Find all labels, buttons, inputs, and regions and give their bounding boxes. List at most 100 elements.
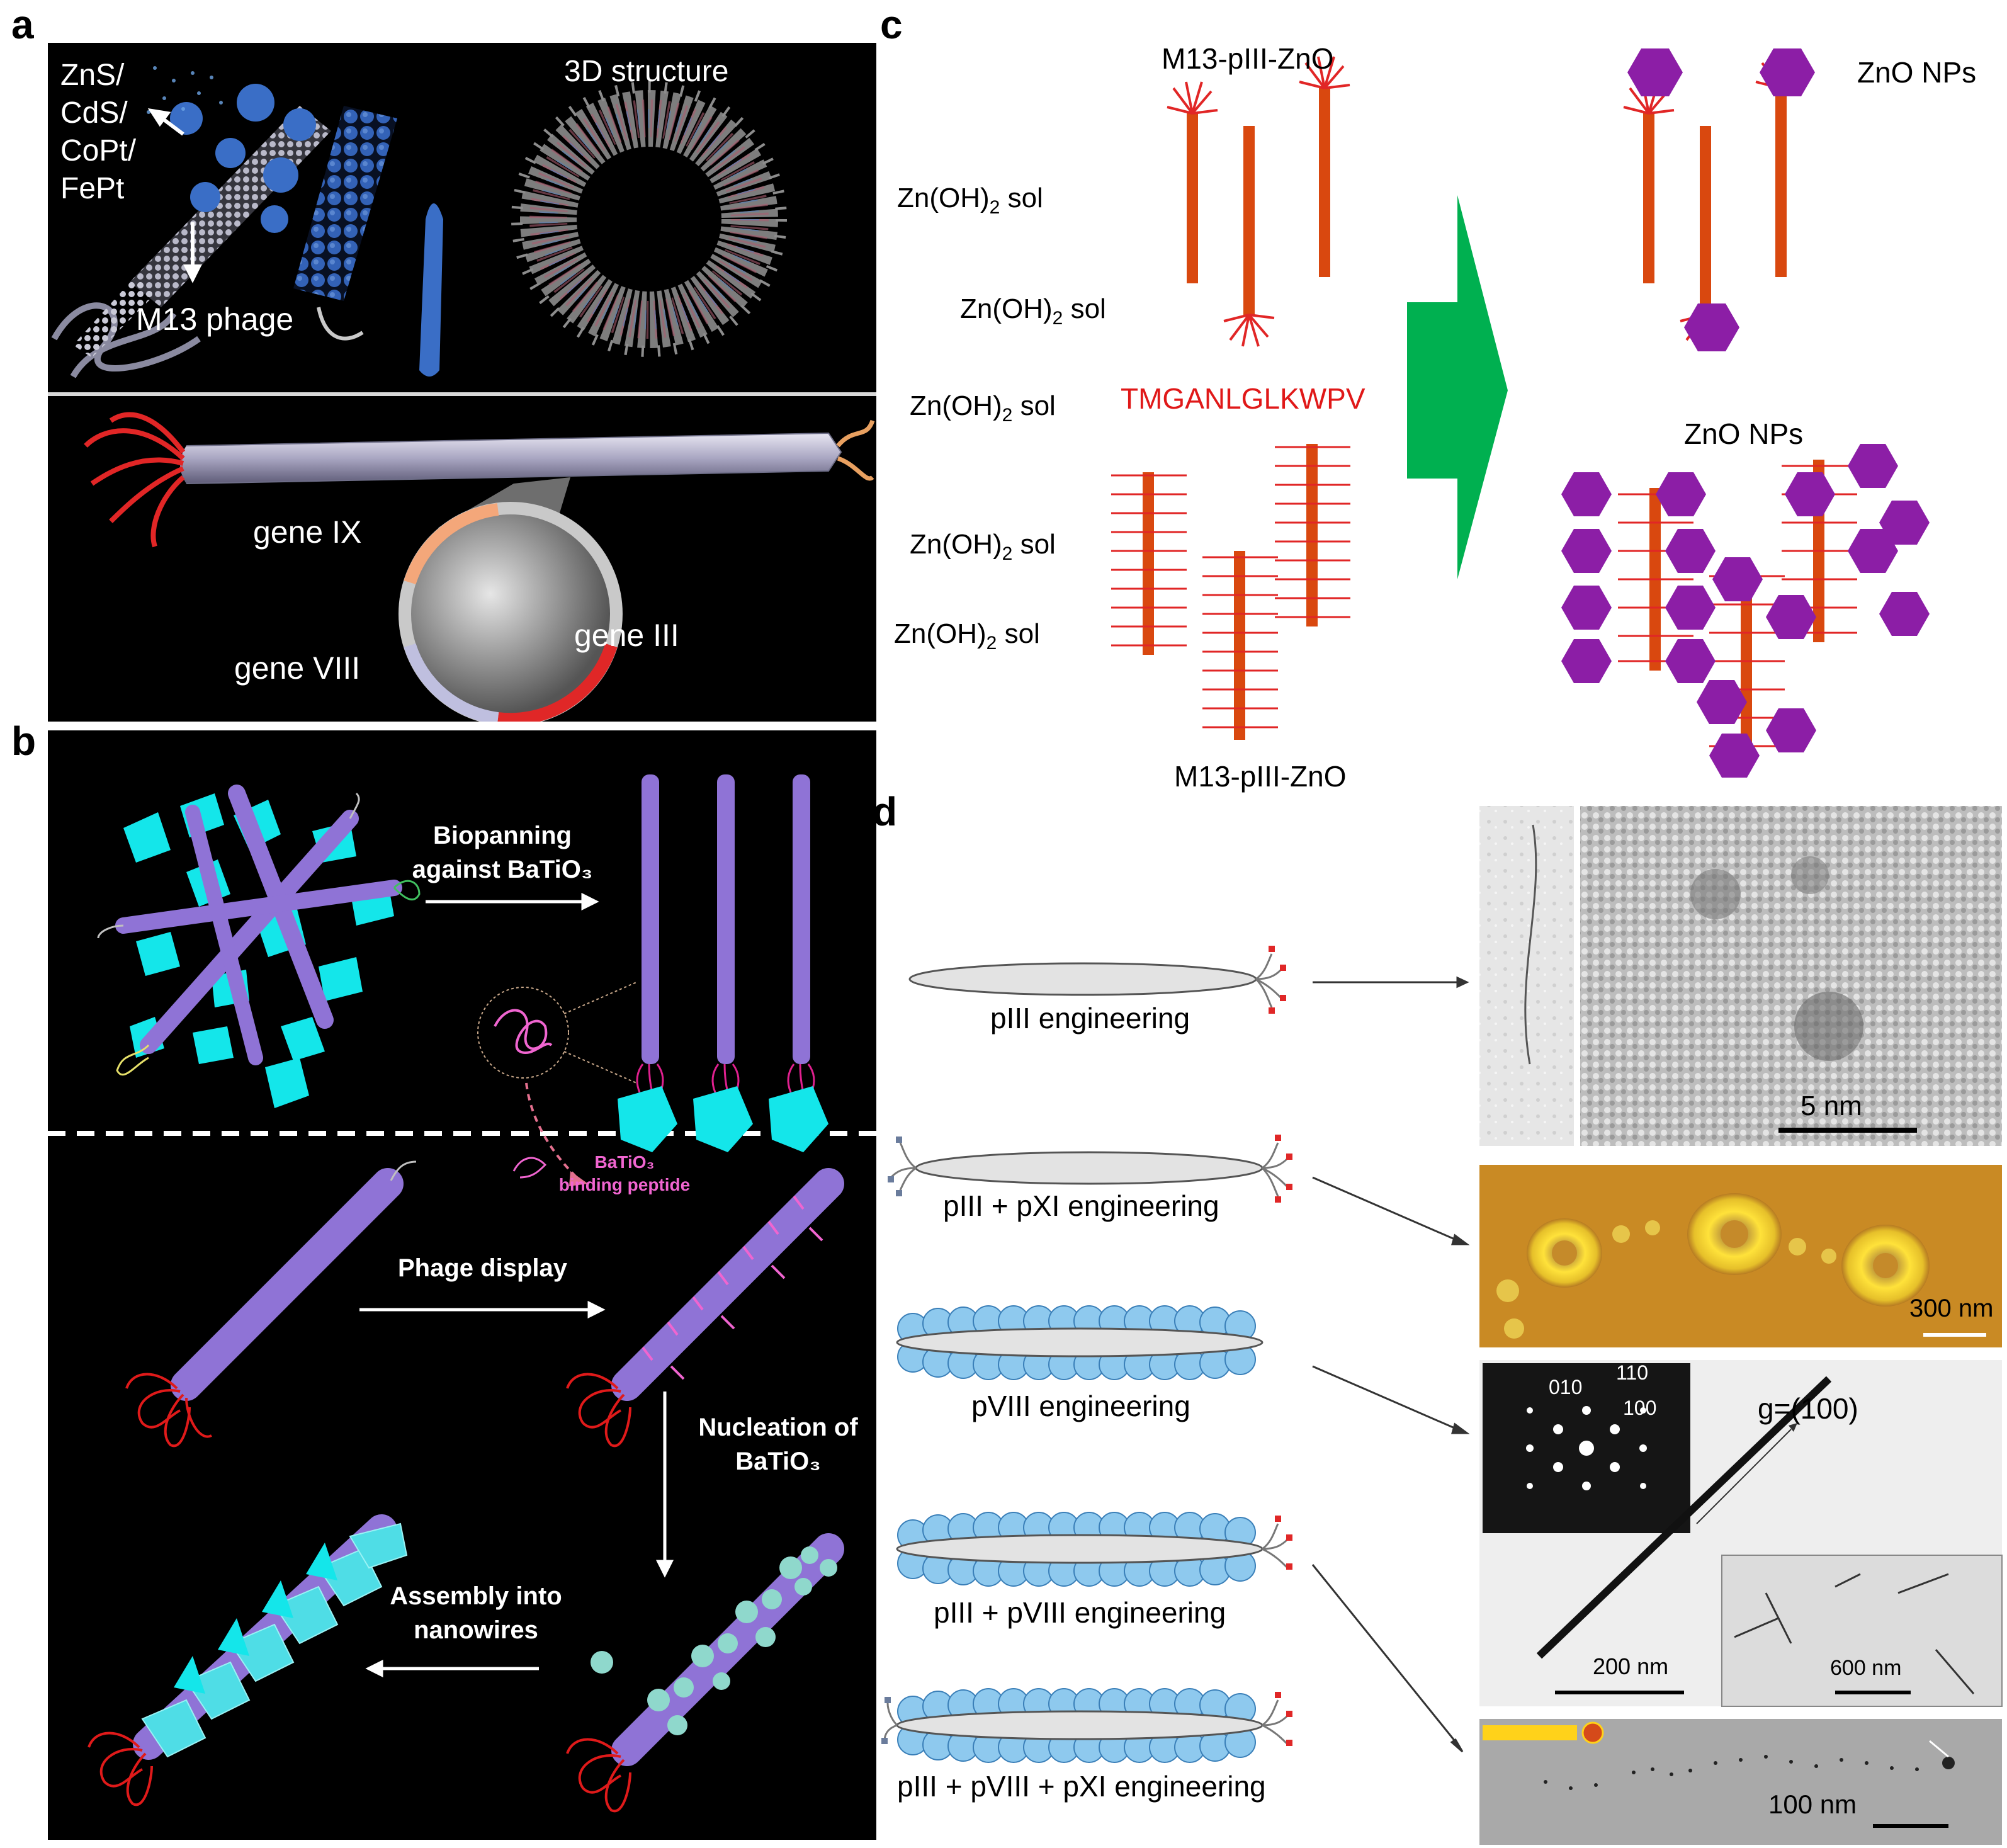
assembly-line-1: Assembly into xyxy=(390,1582,562,1610)
assembly-line-2: nanowires xyxy=(414,1616,538,1644)
panel-a: ZnS/ CdS/ CoPt/ FePt M13 phage 3D struct… xyxy=(48,43,876,726)
zno-nanoparticle-icon xyxy=(1627,48,1815,351)
gene-iii-label: gene III xyxy=(574,618,679,653)
nanoparticle-icon xyxy=(170,84,316,233)
selected-phage-icon xyxy=(618,774,828,1152)
phage-display-label: Phage display xyxy=(398,1254,567,1282)
np-bottom-label: ZnO NPs xyxy=(1684,417,1804,450)
afm-image xyxy=(1479,1165,2002,1347)
biopanning-label: Biopanning against BaTiO₃ xyxy=(408,819,597,887)
nanowire-phage-icon xyxy=(88,1514,408,1806)
sol-label-5: Zn(OH)2 sol xyxy=(894,618,1040,654)
material-label-zns: ZnS/ xyxy=(60,59,125,92)
diffraction-label-010: 010 xyxy=(1549,1376,1583,1398)
sol-label-1: Zn(OH)2 sol xyxy=(897,183,1043,218)
material-label-fept: FePt xyxy=(60,172,125,205)
sol-label-2: Zn(OH)2 sol xyxy=(960,293,1106,329)
m13-phage-icon xyxy=(73,106,331,358)
phage-bundle-icon xyxy=(115,785,402,1065)
phage-schematic-icon xyxy=(888,1135,1292,1203)
sol-label-4: Zn(OH)2 sol xyxy=(910,529,1056,565)
phage-with-tails-icon xyxy=(84,412,875,548)
displaying-phage-icon xyxy=(566,1168,844,1448)
sol-suffix: sol xyxy=(997,618,1040,649)
genome-circle-icon xyxy=(399,502,623,726)
panel-a-illustration xyxy=(48,66,876,726)
panel-d: pIII engineering pIII + pXI engineering … xyxy=(878,800,2005,1845)
phage-schematic-icon xyxy=(908,946,1286,1014)
scale-label-600nm: 600 nm xyxy=(1830,1656,1902,1680)
green-arrow-icon xyxy=(1407,195,1508,579)
row-label-4: pIII + pVIII engineering xyxy=(934,1596,1226,1629)
coated-phage-schematic-icon xyxy=(881,1688,1292,1763)
arrow-icon xyxy=(655,1392,674,1578)
biopanning-line-1: Biopanning xyxy=(433,822,572,849)
arrow-icon xyxy=(147,108,202,283)
sol-suffix: sol xyxy=(1063,293,1106,324)
row-label-1: pIII engineering xyxy=(990,1002,1190,1035)
tem-micrograph-2 xyxy=(1479,1360,2003,1707)
sol-text: Zn(OH) xyxy=(894,618,987,649)
sol-subscript: 2 xyxy=(1052,307,1063,329)
row-label-5: pIII + pVIII + pXI engineering xyxy=(897,1770,1266,1803)
g-vector-label: g=(100) xyxy=(1758,1392,1858,1425)
peptide-line-1: BaTiO₃ xyxy=(594,1152,655,1172)
coated-phage-schematic-icon xyxy=(896,1305,1264,1380)
diffraction-label-100: 100 xyxy=(1623,1397,1657,1419)
scale-label-200nm: 200 nm xyxy=(1593,1653,1669,1679)
panel-b: Biopanning against BaTiO₃ BaTiO₃ binding… xyxy=(48,730,876,1840)
sol-suffix: sol xyxy=(1000,183,1043,213)
structure-label: 3D structure xyxy=(564,55,729,88)
panel-c-illustration xyxy=(1111,48,1930,778)
protein-ring-icon xyxy=(511,81,787,357)
wildtype-phage-icon xyxy=(125,1160,417,1448)
row-label-3: pVIII engineering xyxy=(971,1390,1190,1422)
m13-phage-label: M13 phage xyxy=(136,302,294,337)
panel-c: M13-pIII-ZnO Zn(OH)2 sol Zn(OH)2 sol Zn(… xyxy=(878,25,2005,793)
scale-label-100nm: 100 nm xyxy=(1768,1789,1857,1819)
arrow-icon xyxy=(359,1300,606,1319)
gene-viii-label: gene VIII xyxy=(234,650,361,686)
sol-text: Zn(OH) xyxy=(960,293,1053,324)
nucleated-phage-icon xyxy=(566,1533,844,1813)
nucleation-line-2: BaTiO₃ xyxy=(735,1448,821,1475)
sol-suffix: sol xyxy=(1012,390,1056,421)
sol-subscript: 2 xyxy=(986,632,997,654)
bottom-construct-label: M13-pIII-ZnO xyxy=(1174,760,1347,793)
nucleation-label: Nucleation of BaTiO₃ xyxy=(684,1410,873,1478)
scale-label-5nm: 5 nm xyxy=(1801,1091,1862,1121)
top-construct-label: M13-pIII-ZnO xyxy=(1162,42,1334,75)
tem-micrograph-1 xyxy=(1479,806,2002,1146)
material-label-copt: CoPt/ xyxy=(60,134,137,167)
sol-subscript: 2 xyxy=(1002,543,1013,564)
assembly-label: Assembly into nanowires xyxy=(382,1579,570,1647)
gene-ix-label: gene IX xyxy=(253,514,362,550)
peptide-label: BaTiO₃ binding peptide xyxy=(543,1151,706,1196)
row-label-2: pIII + pXI engineering xyxy=(943,1189,1219,1222)
material-label-cds: CdS/ xyxy=(60,96,128,130)
peptide-line-2: binding peptide xyxy=(558,1175,691,1194)
arrow-icon xyxy=(365,1659,539,1678)
np-top-label: ZnO NPs xyxy=(1857,56,1977,89)
sol-text: Zn(OH) xyxy=(910,529,1002,560)
scale-label-300nm: 300 nm xyxy=(1909,1295,1994,1322)
sol-text: Zn(OH) xyxy=(897,183,990,213)
coated-phage-schematic-icon xyxy=(896,1512,1292,1587)
panel-label-a: a xyxy=(11,2,34,47)
biopanning-line-2: against BaTiO₃ xyxy=(412,856,593,883)
sol-label-3: Zn(OH)2 sol xyxy=(910,390,1056,426)
phage-rod-icon xyxy=(1187,88,1330,315)
panel-label-b: b xyxy=(11,718,37,764)
panel-label-c: c xyxy=(880,2,903,47)
nanowire-icon xyxy=(419,203,443,377)
panel-b-illustration xyxy=(48,774,876,1813)
sol-subscript: 2 xyxy=(1002,404,1013,426)
diffraction-label-110: 110 xyxy=(1616,1361,1649,1384)
arrow-icon xyxy=(1311,976,1470,1753)
material-labels: ZnS/ CdS/ CoPt/ FePt xyxy=(60,57,136,208)
peptide-sequence: TMGANLGLKWPV xyxy=(1121,382,1365,415)
tem-micrograph-3 xyxy=(1479,1719,2002,1845)
sol-suffix: sol xyxy=(1012,529,1056,560)
arrow-icon xyxy=(426,892,599,911)
panel-label-d: d xyxy=(873,789,898,834)
